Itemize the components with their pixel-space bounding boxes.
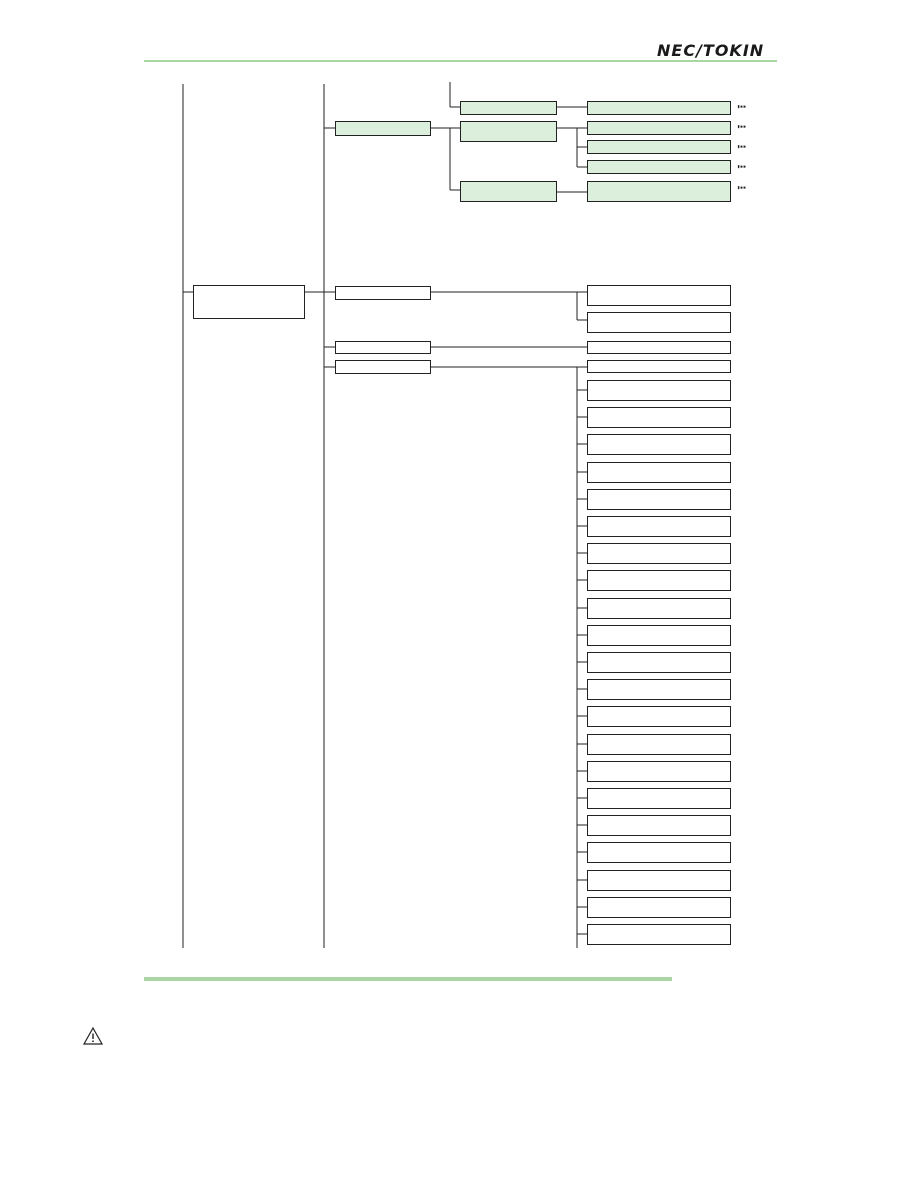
tree-leaf (587, 140, 731, 154)
tree-leaf (587, 341, 731, 354)
warning-triangle-icon (82, 1026, 104, 1045)
tree-leaf (587, 870, 731, 891)
tree-leaf (587, 285, 731, 306)
footer-rule (144, 977, 672, 981)
tree-leaf (587, 734, 731, 755)
tree-leaf (587, 788, 731, 809)
reference-mark: ▮▪▪ (737, 124, 747, 130)
reference-mark: ▮▪▪ (737, 104, 747, 110)
header-rule (144, 60, 777, 62)
tree-node (460, 101, 557, 115)
tree-node (335, 121, 431, 136)
tree-leaf (587, 181, 731, 202)
tree-leaf (587, 462, 731, 483)
tree-leaf (587, 570, 731, 591)
tree-leaf (587, 815, 731, 836)
tree-leaf (587, 434, 731, 455)
tree-leaf (587, 101, 731, 115)
company-logo: NEC/TOKIN (657, 41, 765, 60)
tree-node (335, 360, 431, 374)
tree-leaf (587, 924, 731, 945)
reference-mark: ▮▪▪ (737, 144, 747, 150)
tree-leaf (587, 842, 731, 863)
tree-leaf (587, 625, 731, 646)
reference-mark: ▮▪▪ (737, 164, 747, 170)
tree-node (460, 121, 557, 142)
tree-node (335, 286, 431, 300)
tree-leaf (587, 312, 731, 333)
tree-leaf (587, 160, 731, 174)
tree-leaf (587, 407, 731, 428)
tree-leaf (587, 360, 731, 373)
reference-mark: ▮▪▪ (737, 185, 747, 191)
tree-leaf (587, 652, 731, 673)
tree-node (460, 181, 557, 202)
tree-leaf (587, 516, 731, 537)
tree-leaf (587, 761, 731, 782)
tree-leaf (587, 543, 731, 564)
tree-leaf (587, 121, 731, 135)
tree-leaf (587, 897, 731, 918)
tree-leaf (587, 706, 731, 727)
tree-leaf (587, 489, 731, 510)
tree-node (335, 341, 431, 354)
tree-leaf (587, 598, 731, 619)
tree-leaf (587, 679, 731, 700)
tree-node (193, 285, 305, 319)
tree-leaf (587, 380, 731, 401)
